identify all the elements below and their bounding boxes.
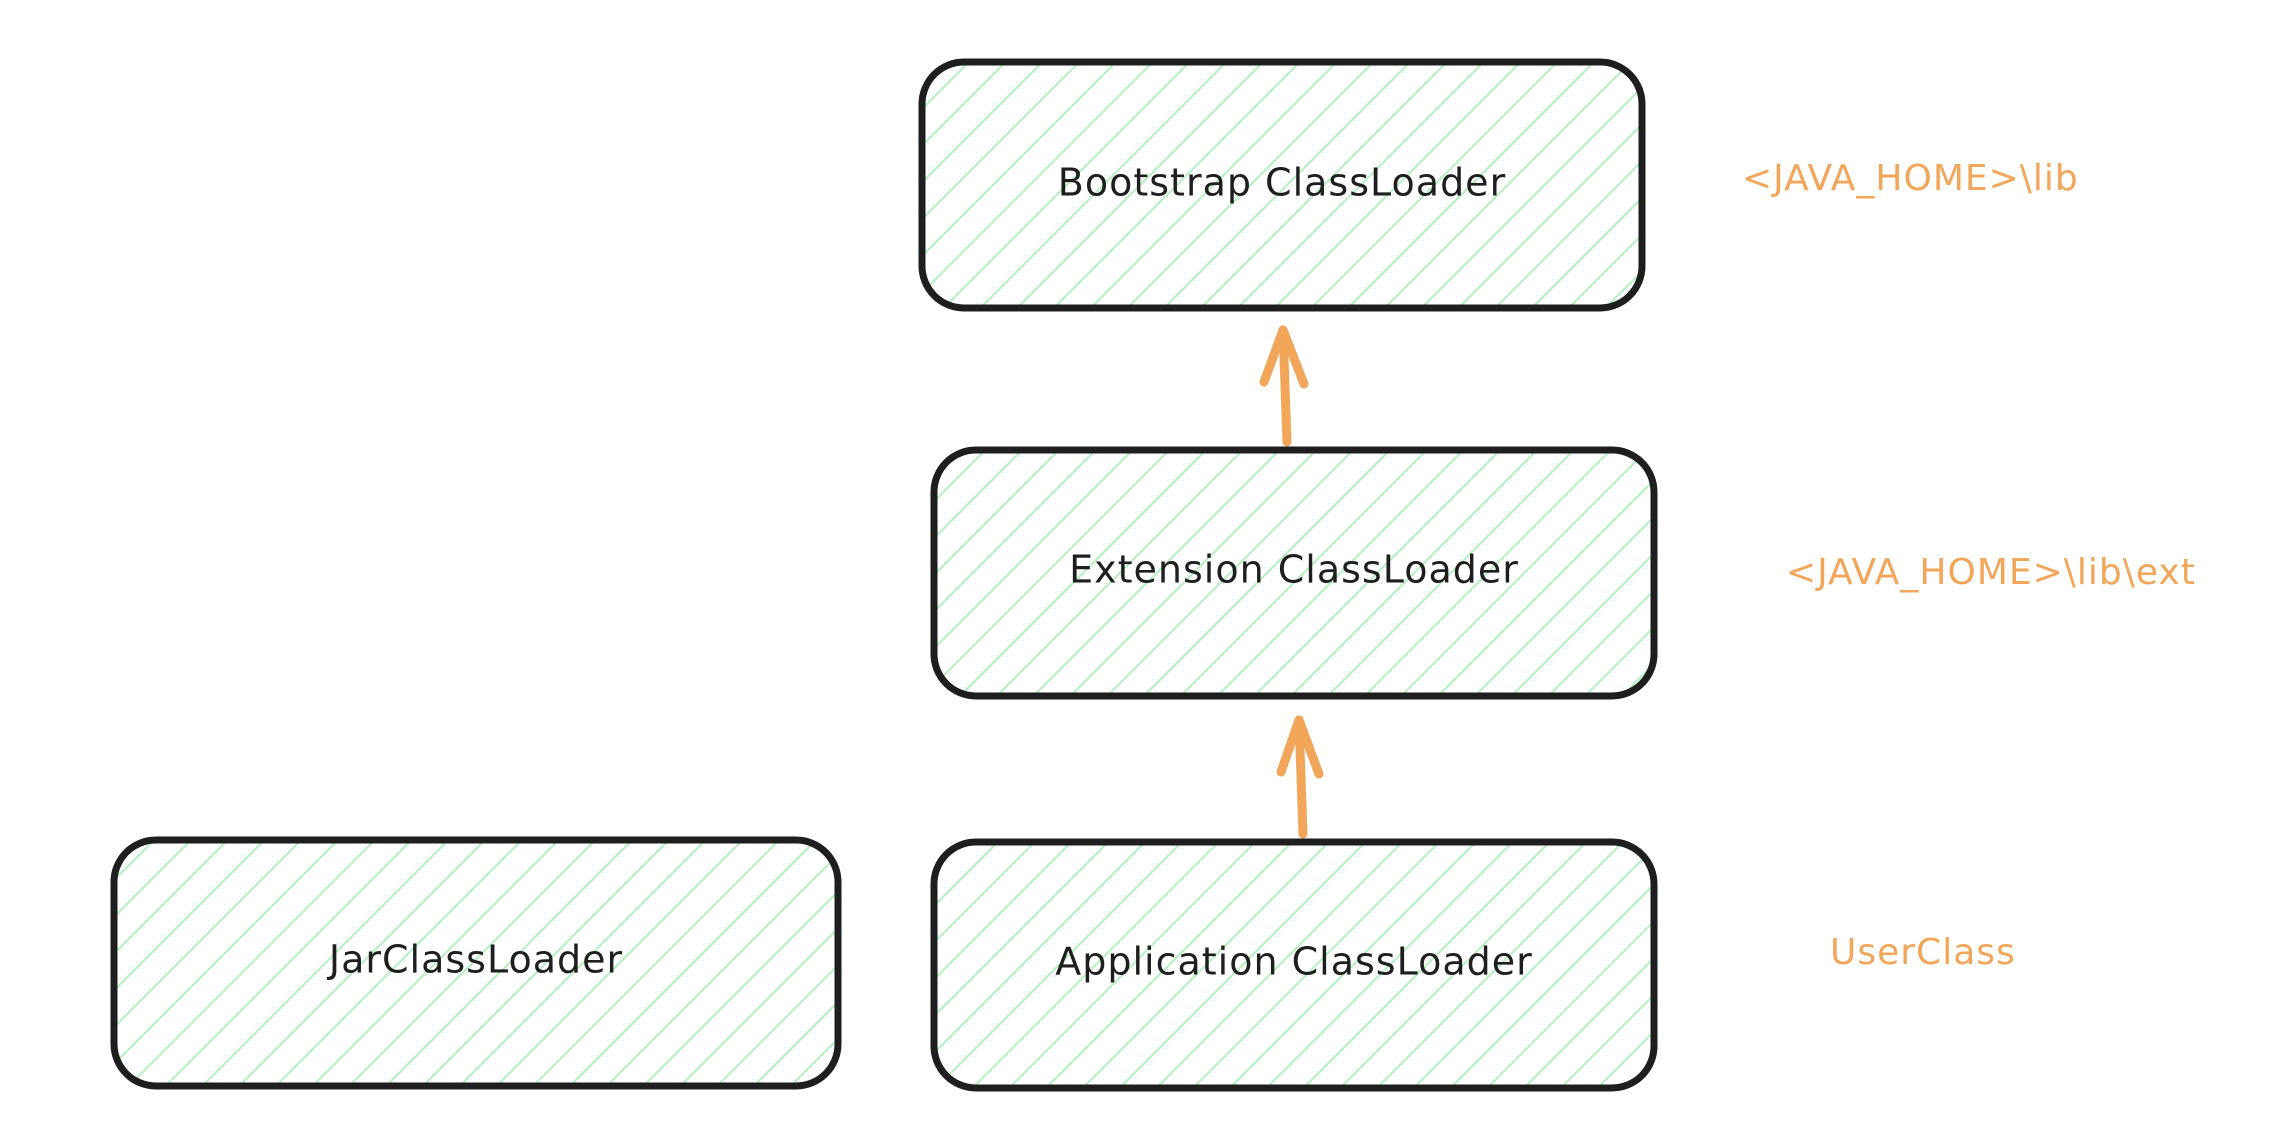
arrow-extension-to-bootstrap [1259,325,1309,447]
bootstrap-path-label: <JAVA_HOME>\lib [1742,158,2079,199]
bootstrap-classloader-node: Bootstrap ClassLoader [918,58,1646,312]
application-classloader-box [930,838,1658,1092]
extension-classloader-label: Extension ClassLoader [1069,548,1519,592]
bootstrap-classloader-label: Bootstrap ClassLoader [1058,161,1506,205]
application-path-label: UserClass [1830,932,2016,973]
jar-classloader-label: JarClassLoader [327,938,623,982]
extension-classloader-node: Extension ClassLoader [930,446,1658,700]
application-classloader-node: Application ClassLoader [930,838,1658,1092]
extension-path-label: <JAVA_HOME>\lib\ext [1786,552,2196,593]
jar-classloader-node: JarClassLoader [110,836,842,1090]
arrow-application-to-extension [1276,715,1324,839]
application-classloader-label: Application ClassLoader [1055,940,1533,984]
jar-classloader-box [110,836,842,1090]
extension-classloader-box [930,446,1658,700]
bootstrap-classloader-box [918,58,1646,312]
